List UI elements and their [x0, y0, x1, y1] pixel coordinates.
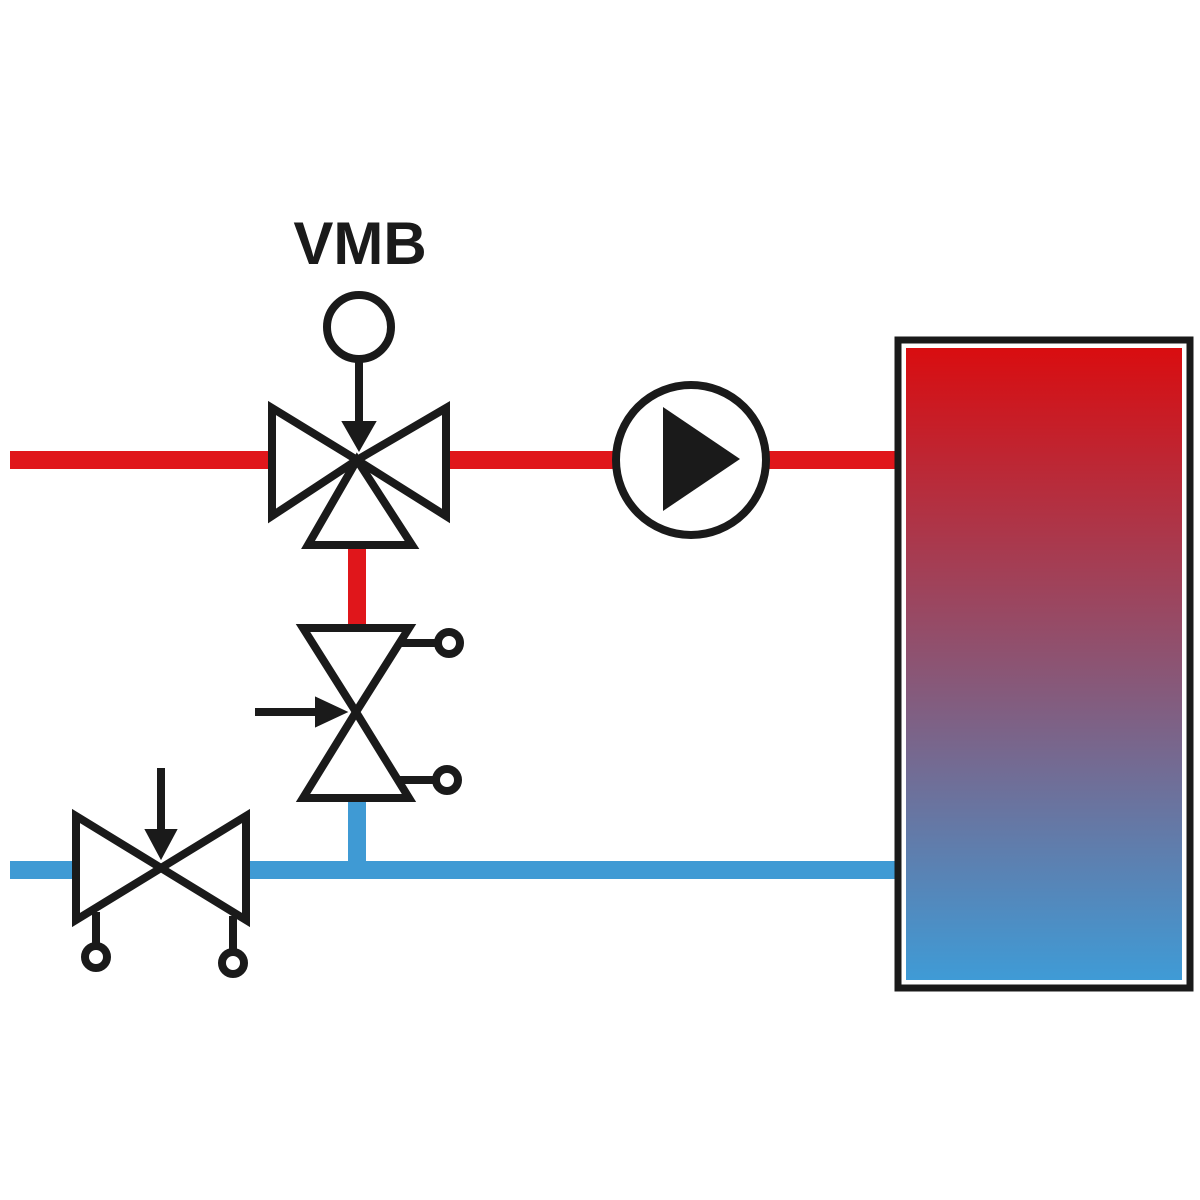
shutoff-port-left [81, 942, 111, 972]
test-port-top [434, 628, 464, 658]
shutoff-port-right [218, 948, 248, 978]
valve-left-triangle [268, 400, 365, 524]
circulation-pump [612, 381, 770, 539]
valve-label: VMB [293, 210, 426, 277]
balancing-valve [255, 624, 464, 802]
actuator-arrow-head [341, 421, 377, 453]
valve-right-triangle [349, 401, 450, 524]
hot-supply-pipes [10, 451, 898, 628]
balancing-valve-bottom-triangle [295, 704, 417, 802]
three-way-mixing-valve [268, 291, 450, 549]
shutoff-arrow-head [144, 829, 178, 861]
circle-actuator-icon [323, 291, 395, 363]
two-way-valve-icon [72, 808, 169, 928]
test-port-bottom [432, 765, 462, 795]
adjust-arrow-head [315, 696, 349, 728]
shutoff-valve-right-triangle [153, 808, 250, 928]
storage-tank [894, 336, 1194, 992]
tank-fill [906, 348, 1182, 980]
valve-bottom-triangle [301, 452, 420, 549]
pump-direction-triangle [663, 407, 740, 511]
adjustable-valve-icon [295, 624, 417, 720]
shutoff-valve [72, 768, 250, 978]
cold-return-pipes [10, 798, 898, 879]
